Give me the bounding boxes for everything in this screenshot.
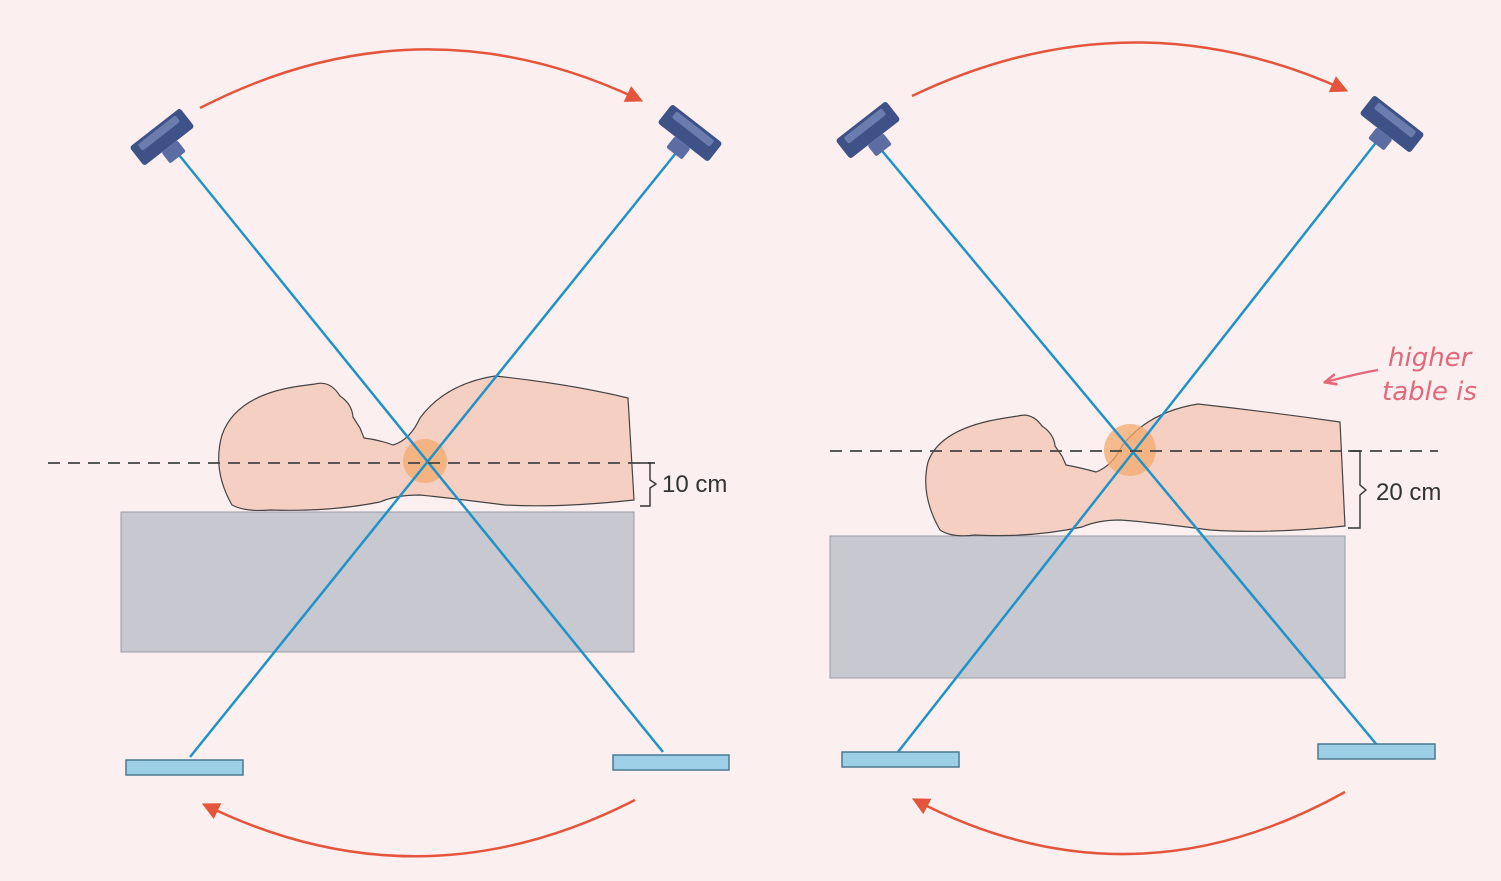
patient-table [120,511,635,653]
patient-table [829,535,1346,679]
detector-right [612,754,730,771]
beam-2 [189,147,681,758]
distance-label: 20 cm [1376,479,1441,506]
annotation-line-1: higher [1388,343,1474,373]
xray-tube-right [1360,96,1424,152]
rotation-arrow-top [199,48,644,110]
detector-left [125,759,244,776]
xray-tube-left [130,109,194,165]
rotation-arrow-bottom [911,790,1346,856]
panel-right: 20 cm [829,41,1441,856]
xray-tube-left [836,102,900,158]
annotation-arrow [1326,368,1379,382]
rotation-arrow-bottom [201,798,636,858]
rotation-arrow-top [911,41,1349,98]
annotation-line-2: table is [1382,377,1477,407]
distance-bracket [640,462,658,507]
handwritten-annotation: higher table is [1326,343,1477,407]
panel-left: 10 cm [48,48,730,858]
detector-right [1317,743,1436,760]
distance-bracket [1348,450,1368,529]
detector-left [841,751,960,768]
beam-1 [174,149,664,753]
distance-label: 10 cm [662,471,727,498]
beam-1 [877,145,1378,746]
beam-2 [897,139,1379,753]
xray-tube-right [658,105,722,161]
